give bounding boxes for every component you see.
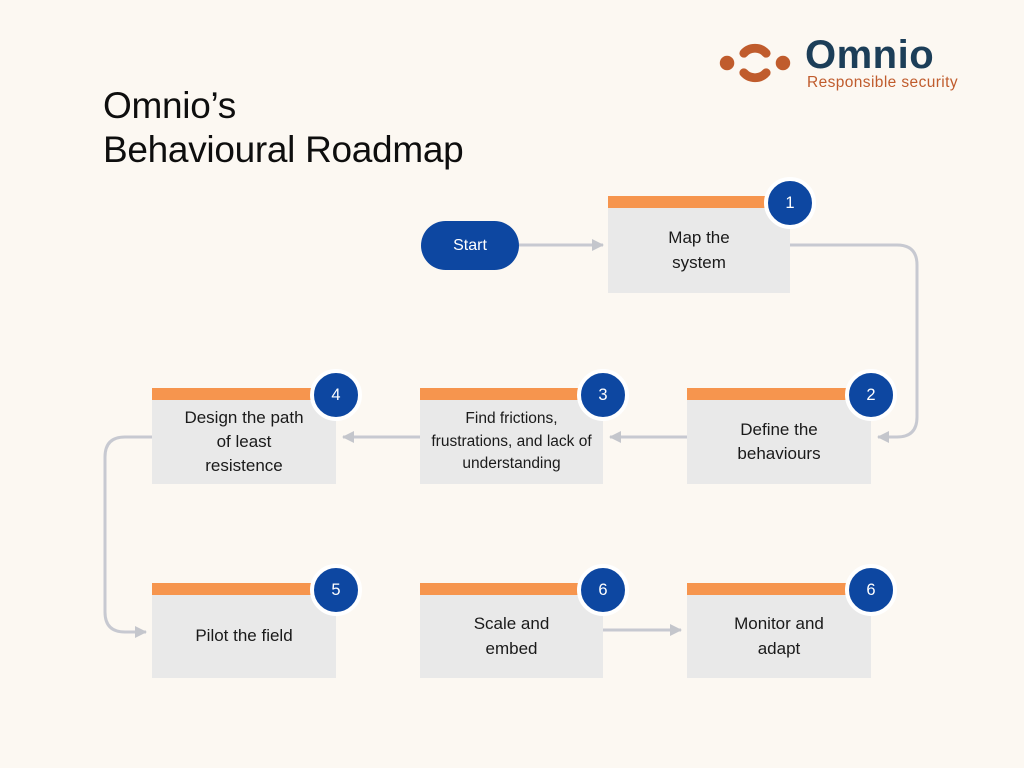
step-define-the-behaviours: 2 Define the behaviours [687,369,897,484]
step-number-badge: 3 [577,369,629,421]
step-label: Define the behaviours [737,419,821,463]
step-find-frictions: 3 Find frictions, frustrations, and lack… [420,369,629,484]
step-number-badge: 6 [845,564,897,616]
step-scale-and-embed: 6 Scale and embed [420,564,629,678]
step-accent-bar [687,583,871,595]
step-accent-bar [152,388,336,400]
page-title-line2: Behavioural Roadmap [103,129,464,171]
step-label: Pilot the field [195,626,293,646]
logo-brand: Omnio [804,33,935,77]
step-number-badge: 5 [310,564,362,616]
step-label: Design the path of least resistence [184,407,304,476]
page-title-line1: Omnio’s [103,85,236,126]
omnio-mark-icon [719,43,791,83]
step-accent-bar [152,583,336,595]
step-accent-bar [420,583,603,595]
logo-tagline: Responsible security [806,74,958,91]
connector-4-to-5 [103,435,152,638]
step-map-the-system: 1 Map the system [608,177,816,293]
step-monitor-and-adapt: 6 Monitor and adapt [687,564,897,678]
start-button[interactable]: Start [421,221,519,270]
page-title: Omnio’s Behavioural Roadmap [103,84,464,173]
step-number-badge: 2 [845,369,897,421]
step-pilot-the-field: 5 Pilot the field [152,564,362,678]
step-label: Find frictions, frustrations, and lack o… [431,410,592,473]
step-number-badge: 4 [310,369,362,421]
step-accent-bar [420,388,603,400]
step-label: Scale and embed [473,614,550,658]
step-accent-bar [608,196,790,208]
step-number-badge: 1 [764,177,816,229]
step-number-badge: 6 [577,564,629,616]
step-label: Map the system [668,228,730,272]
logo: Omnio Responsible security [713,34,958,92]
step-design-path-of-least-resistence: 4 Design the path of least resistence [152,369,362,484]
connector-1-to-2 [790,243,919,443]
step-accent-bar [687,388,871,400]
step-label: Monitor and adapt [734,614,824,658]
